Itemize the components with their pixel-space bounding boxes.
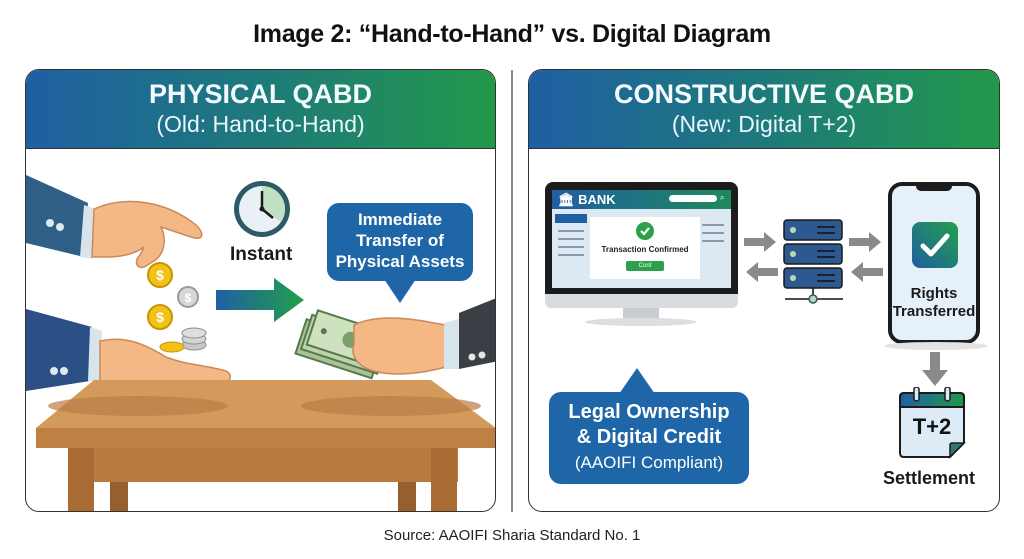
bubble-line-2: & Digital Credit [576, 426, 722, 448]
transaction-confirmed-text: Transaction Confirmed [601, 245, 689, 254]
bank-screen: 🏛 BANK ⌕ Transaction Confirmed Conf [552, 190, 731, 288]
monitor-chin [545, 294, 738, 308]
bubble-line-3: Physical Assets [335, 252, 465, 271]
svg-text:$: $ [185, 291, 192, 305]
bubble-line-2: Transfer of [356, 231, 444, 250]
rights-transferred-label: Rights Transferred [892, 285, 976, 320]
diagram-title: Image 2: “Hand-to-Hand” vs. Digital Diag… [253, 20, 771, 48]
constructive-qabd-title: CONSTRUCTIVE QABD [613, 79, 914, 109]
arrow-right-icon [216, 278, 304, 322]
table-icon [36, 380, 495, 511]
monitor-stand [623, 308, 659, 320]
phone-notch [916, 185, 952, 191]
search-icon: ⌕ [720, 193, 725, 202]
bubble-line-3: (AAOIFI Compliant) [574, 453, 724, 472]
transaction-confirm-card: Transaction Confirmed Conf [590, 217, 700, 279]
check-app-icon [912, 222, 958, 268]
constructive-qabd-subtitle: (New: Digital T+2) [671, 111, 857, 137]
search-bar [669, 195, 717, 202]
confirm-button[interactable]: Conf [626, 261, 664, 271]
bubble-line-1: Legal Ownership [568, 401, 730, 423]
calendar-icon [899, 387, 966, 459]
cash-hand-icon [294, 298, 495, 380]
bank-icon: 🏛 [558, 192, 575, 207]
sidebar-active-item [555, 214, 587, 223]
instant-label: Instant [230, 244, 293, 265]
physical-qabd-header: PHYSICAL QABD (Old: Hand-to-Hand) [26, 70, 495, 149]
clock-icon [234, 181, 290, 237]
immediate-transfer-bubble: Immediate Transfer of Physical Assets [327, 203, 473, 303]
arrow-down-icon [922, 352, 948, 386]
svg-text:$: $ [156, 309, 164, 325]
desktop-monitor: 🏛 BANK ⌕ Transaction Confirmed Conf [545, 182, 738, 326]
check-circle-icon [636, 222, 654, 240]
bank-label: BANK [578, 192, 616, 207]
phone-shadow [884, 342, 988, 350]
physical-qabd-panel: PHYSICAL QABD (Old: Hand-to-Hand) $ $ $ … [25, 69, 496, 512]
server-icon [783, 219, 843, 304]
settlement-label: Settlement [883, 468, 976, 488]
bank-header-bar: 🏛 BANK [552, 190, 731, 209]
constructive-qabd-header: CONSTRUCTIVE QABD (New: Digital T+2) [529, 70, 999, 149]
svg-text:$: $ [156, 267, 164, 283]
bubble-line-1: Immediate [357, 210, 443, 229]
physical-qabd-title: PHYSICAL QABD [148, 79, 373, 109]
panel-divider [511, 70, 513, 512]
physical-qabd-subtitle: (Old: Hand-to-Hand) [156, 111, 365, 137]
giving-hand-icon [26, 175, 203, 269]
legal-ownership-bubble: Legal Ownership & Digital Credit (AAOIFI… [549, 368, 749, 484]
constructive-qabd-panel: CONSTRUCTIVE QABD (New: Digital T+2) 🏛 B… [528, 69, 1000, 512]
sync-arrows-icon [849, 232, 883, 282]
t-plus-2-label: T+2 [912, 414, 952, 439]
exchange-arrows-icon [744, 232, 778, 282]
source-caption: Source: AAOIFI Sharia Standard No. 1 [383, 527, 641, 544]
coin-icon: $ $ $ [147, 262, 207, 353]
monitor-base [585, 318, 697, 326]
smartphone: Rights Transferred [888, 182, 980, 344]
